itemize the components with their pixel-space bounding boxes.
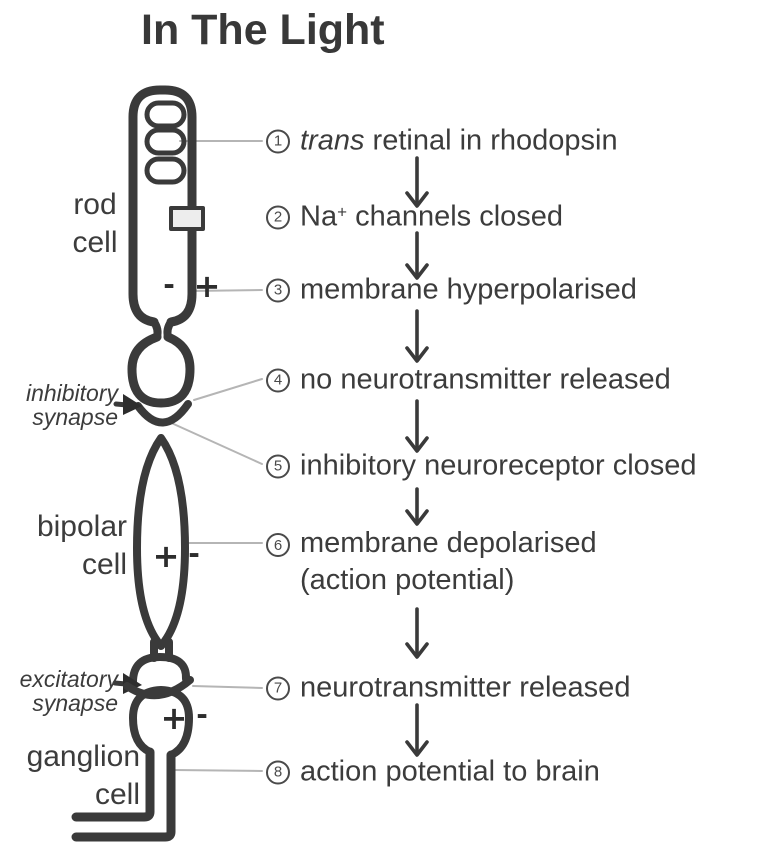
rod-outside-sign: + [193, 267, 221, 305]
connector-step5 [166, 420, 263, 465]
bipolar-cell-label-line1: bipolar [36, 510, 127, 543]
rod-disc-1 [144, 100, 187, 129]
ganglion-axon [71, 747, 176, 842]
step-3-number: 3 [266, 278, 290, 302]
ganglion-inside-sign: + [160, 699, 188, 737]
rod-disc-3 [144, 156, 187, 185]
step-6-number: 6 [266, 533, 290, 557]
step-1-text: trans retinal in rhodopsin [300, 123, 618, 160]
step-3: 3 membrane hyperpolarised [266, 272, 637, 309]
step-6-text-line1: membrane depolarised [300, 527, 597, 559]
step-5-number: 5 [266, 454, 290, 478]
flow-arrow-6 [405, 607, 429, 659]
step-1-number: 1 [266, 129, 290, 153]
step-6-text: membrane depolarised (action potential) [300, 525, 597, 599]
step-8-text: action potential to brain [300, 755, 600, 788]
rod-cell-label-line1: rod [73, 188, 117, 221]
bipolar-cell-label: bipolar cell [0, 508, 127, 584]
page-title: In The Light [141, 6, 385, 54]
bipolar-cell-body [133, 434, 189, 650]
inhibitory-synapse-label-line2: synapse [32, 404, 118, 430]
ganglion-cell-label-line2: cell [94, 778, 140, 811]
rod-disc-2 [144, 127, 187, 156]
connector-step7 [192, 685, 263, 689]
connector-step8 [173, 769, 263, 772]
flow-arrow-5 [405, 487, 429, 526]
inhibitory-synapse-label-line1: inhibitory [25, 380, 118, 406]
rod-cell-label-line2: cell [72, 226, 118, 259]
connector-lines [166, 140, 263, 772]
bipolar-inside-sign: + [152, 537, 180, 575]
step-5-text: inhibitory neuroreceptor closed [300, 449, 697, 482]
bipolar-cell-label-line2: cell [81, 548, 127, 581]
flow-arrow-1 [405, 156, 429, 208]
step-2-text-superscript: + [337, 202, 348, 222]
rod-cell-label: rod cell [36, 186, 154, 262]
inhibitory-synapse-arrow [113, 394, 142, 415]
ganglion-cell-label-line1: ganglion [26, 740, 140, 773]
step-2: 2 Na+ channels closed [266, 199, 563, 236]
step-8: 8 action potential to brain [266, 754, 600, 791]
flow-arrow-2 [405, 231, 429, 280]
step-7-number: 7 [266, 676, 290, 700]
connector-step4 [193, 378, 263, 401]
step-7-text: neurotransmitter released [300, 671, 631, 704]
rod-inside-sign: - [163, 268, 175, 301]
step-2-text-rest: channels closed [347, 200, 564, 233]
step-4-text: no neurotransmitter released [300, 363, 671, 396]
ganglion-cell-body [129, 686, 193, 759]
flow-arrow-4 [405, 399, 429, 453]
ganglion-dendrite-cup [123, 676, 194, 700]
step-2-number: 2 [266, 205, 290, 229]
sodium-channel-rect [169, 206, 205, 231]
inhibitory-synapse-label: inhibitory synapse [0, 381, 118, 429]
flow-arrow-3 [405, 309, 429, 363]
step-2-text-pre: Na [300, 200, 338, 233]
step-4-number: 4 [266, 368, 290, 392]
flow-arrows [405, 156, 429, 757]
bipolar-dendrite-cup [134, 400, 192, 427]
excitatory-synapse-label-line2: synapse [32, 690, 118, 716]
step-7: 7 neurotransmitter released [266, 670, 630, 707]
rod-discs [144, 100, 187, 185]
flow-arrow-7 [405, 703, 429, 757]
connector-step3 [189, 289, 263, 292]
step-1-text-italic: trans [300, 124, 365, 157]
excitatory-synapse-label-line1: excitatory [19, 666, 118, 692]
step-2-text: Na+ channels closed [300, 199, 563, 236]
bipolar-outside-sign: - [188, 537, 200, 570]
rod-cell-outline [128, 85, 197, 327]
step-5: 5 inhibitory neuroreceptor closed [266, 448, 697, 485]
step-3-text: membrane hyperpolarised [300, 273, 637, 306]
ganglion-outside-sign: - [196, 698, 208, 731]
step-1-text-rest: retinal in rhodopsin [364, 124, 618, 157]
excitatory-synapse-label: excitatory synapse [0, 667, 118, 715]
bipolar-terminal-dome [129, 653, 190, 686]
step-6: 6 membrane depolarised (action potential… [266, 525, 597, 599]
rod-synaptic-terminal [127, 332, 195, 408]
ganglion-cell-label: ganglion cell [0, 738, 140, 814]
step-1: 1 trans retinal in rhodopsin [266, 123, 618, 160]
step-6-text-line2: (action potential) [300, 564, 515, 596]
step-8-number: 8 [266, 760, 290, 784]
step-4: 4 no neurotransmitter released [266, 362, 671, 399]
